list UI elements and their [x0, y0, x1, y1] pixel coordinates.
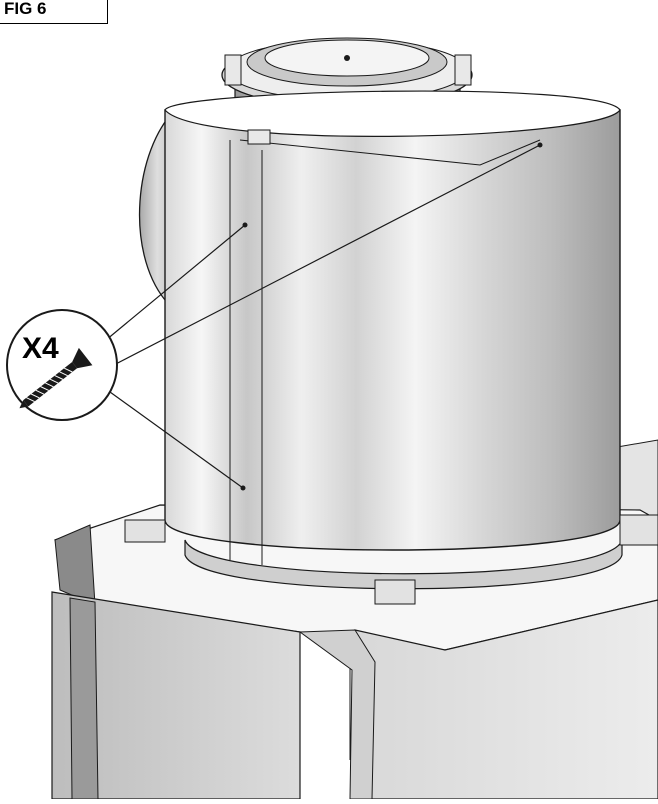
main-cylinder [124, 90, 658, 605]
quantity-label: X4 [22, 332, 59, 365]
leader-lines [99, 144, 541, 489]
screw-icon [19, 347, 93, 409]
figure-label: FIG 6 [0, 0, 108, 24]
quantity-callout: X4 [6, 309, 118, 421]
